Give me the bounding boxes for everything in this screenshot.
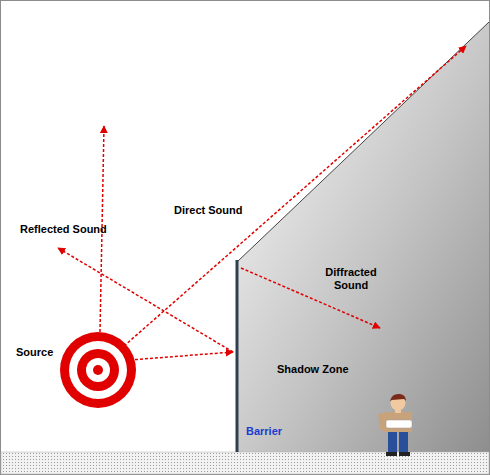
zone-label: Shadow Zone xyxy=(277,363,349,376)
source-target xyxy=(60,332,136,408)
sound-ray xyxy=(130,352,233,360)
sound-path-label: Direct Sound xyxy=(174,204,242,217)
barrier-wall xyxy=(236,260,239,452)
sound-path-label: Diffracted Sound xyxy=(318,266,384,292)
sound-path-label: Reflected Sound xyxy=(20,223,107,236)
barrier-label: Barrier xyxy=(246,425,282,438)
ground xyxy=(1,452,489,474)
shadow-zone-area xyxy=(237,22,489,452)
direct-ray xyxy=(124,46,466,346)
listener-figure xyxy=(378,394,412,456)
source-label: Source xyxy=(16,346,53,359)
